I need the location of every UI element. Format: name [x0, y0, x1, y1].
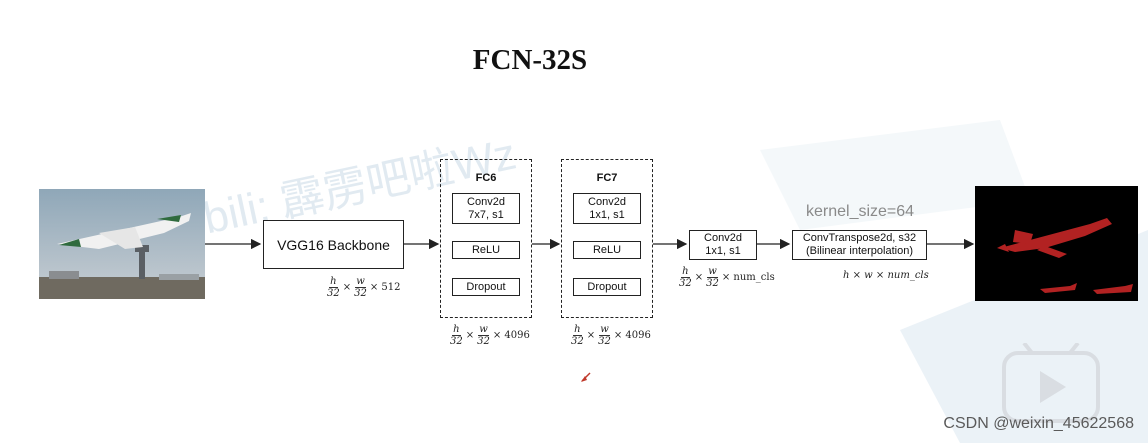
- fc7-dropout-block: Dropout: [573, 278, 641, 296]
- vgg16-backbone-block: VGG16 Backbone: [263, 220, 404, 269]
- fc6-conv-block: Conv2d 7x7, s1: [452, 193, 520, 224]
- fc6-group: FC6 Conv2d 7x7, s1 ReLU Dropout: [440, 159, 532, 318]
- input-image: [39, 189, 205, 299]
- play-icon: [1002, 343, 1100, 423]
- fc7-group: FC7 Conv2d 1x1, s1 ReLU Dropout: [561, 159, 653, 318]
- page-title: FCN-32S: [472, 44, 588, 76]
- kernel-size-note: kernel_size=64: [806, 203, 915, 220]
- conv-transpose-block: ConvTranspose2d, s32 (Bilinear interpola…: [792, 230, 927, 260]
- fc6-dropout-block: Dropout: [452, 278, 520, 296]
- fc7-relu-block: ReLU: [573, 241, 641, 259]
- final-output-dims: h × w × num_cls: [843, 270, 929, 281]
- fc6-relu-block: ReLU: [452, 241, 520, 259]
- output-mask-image: [975, 186, 1138, 301]
- classifier-conv-block: Conv2d 1x1, s1: [689, 230, 757, 260]
- fc6-title: FC6: [475, 172, 497, 184]
- csdn-watermark: CSDN @weixin_45622568: [943, 415, 1134, 432]
- fc7-title: FC7: [596, 172, 618, 184]
- vgg16-backbone-label: VGG16 Backbone: [277, 236, 390, 253]
- fc7-conv-block: Conv2d 1x1, s1: [573, 193, 641, 224]
